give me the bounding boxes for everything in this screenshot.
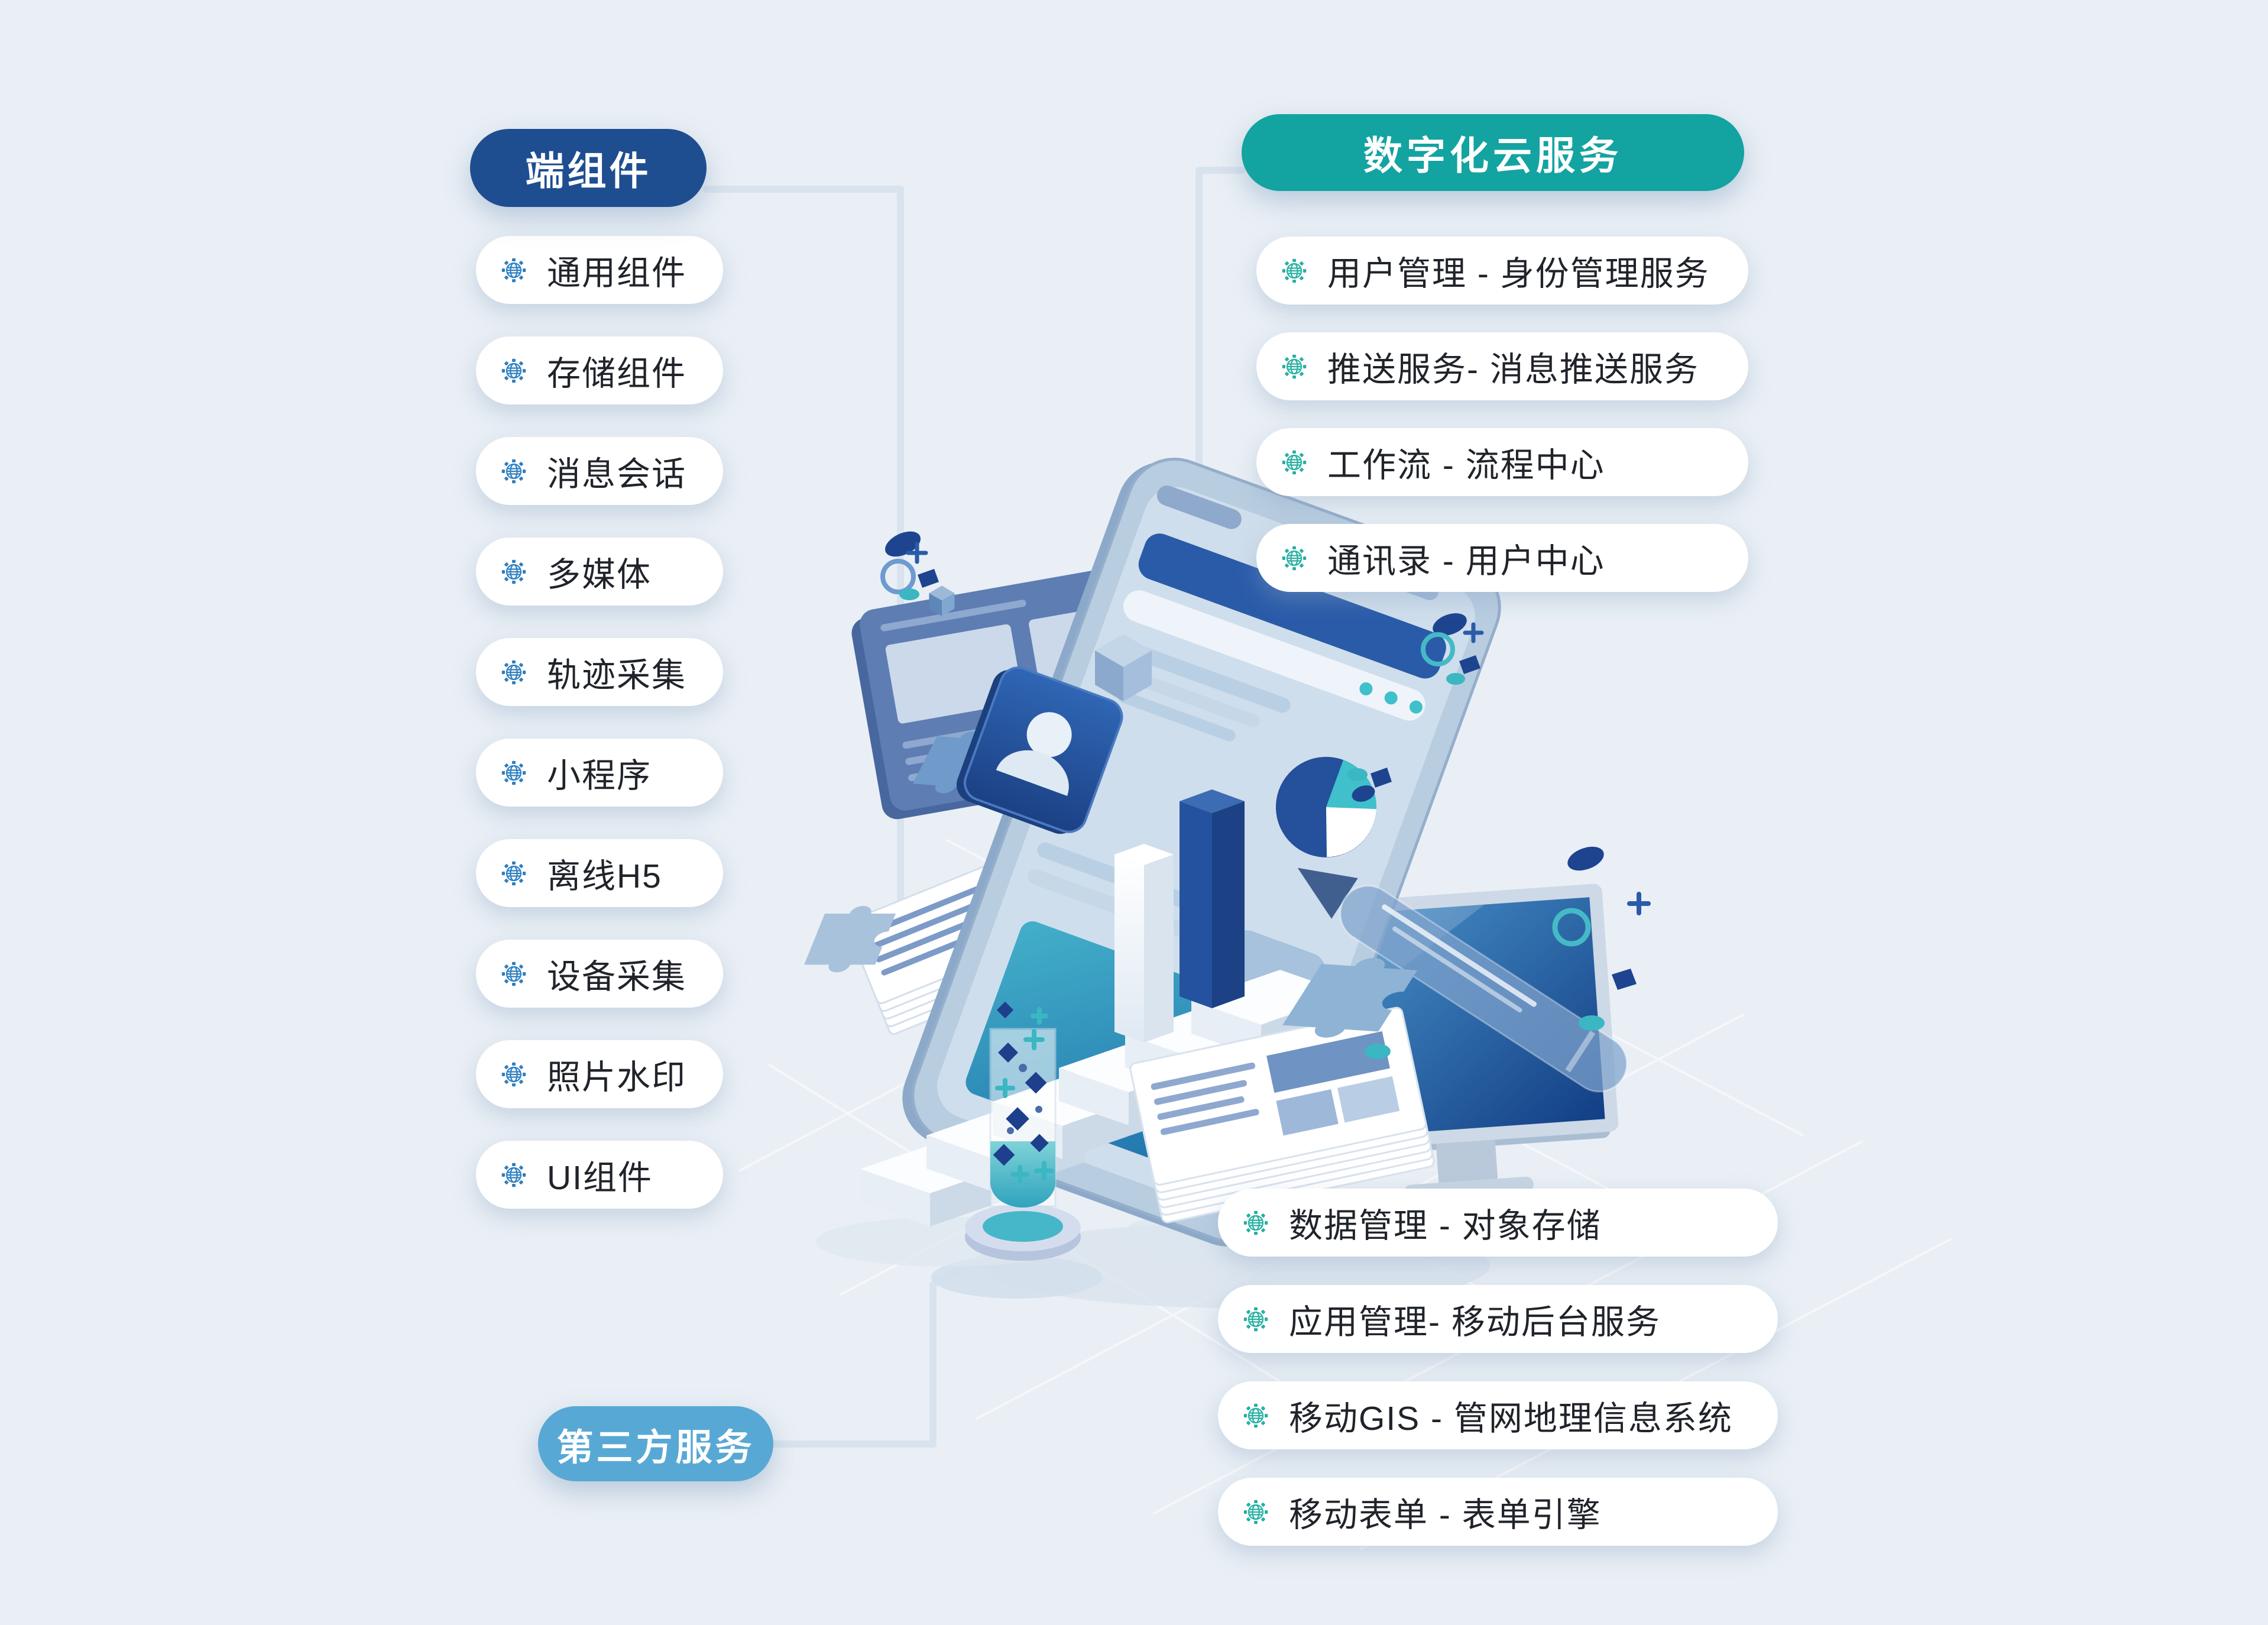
pill-label: 移动表单 - 表单引擎 — [1289, 1495, 1602, 1534]
pill-label: 照片水印 — [547, 1058, 686, 1096]
third-party-title: 第三方服务 — [556, 1427, 755, 1468]
globe-gear-icon — [1243, 1307, 1268, 1331]
service-pill: 数据管理 - 对象存储 — [1218, 1189, 1778, 1257]
pill-label: 消息会话 — [547, 455, 686, 493]
service-pill: 轨迹采集 — [476, 638, 723, 706]
pill-label: 数据管理 - 对象存储 — [1289, 1206, 1602, 1245]
pill-label: UI组件 — [547, 1158, 653, 1197]
pill-label: 通用组件 — [547, 254, 686, 292]
service-pill: 应用管理- 移动后台服务 — [1218, 1285, 1778, 1353]
globe-gear-icon — [501, 258, 526, 282]
globe-gear-icon — [1243, 1210, 1268, 1235]
left-group-title: 端组件 — [525, 149, 652, 193]
globe-gear-icon — [501, 1062, 526, 1086]
globe-gear-icon — [501, 962, 526, 986]
globe-gear-icon — [501, 760, 526, 785]
service-pill: 推送服务- 消息推送服务 — [1256, 332, 1748, 400]
service-pill: 设备采集 — [476, 940, 723, 1008]
service-pill: 移动表单 - 表单引擎 — [1218, 1478, 1778, 1546]
globe-gear-icon — [1282, 258, 1307, 283]
service-pill: 照片水印 — [476, 1040, 723, 1108]
cloud-group-title: 数字化云服务 — [1363, 134, 1622, 177]
third-party-header: 第三方服务 — [538, 1406, 773, 1481]
globe-gear-icon — [501, 861, 526, 885]
service-pill: 移动GIS - 管网地理信息系统 — [1218, 1381, 1778, 1449]
left-group-header: 端组件 — [470, 129, 707, 207]
pill-label: 推送服务- 消息推送服务 — [1327, 350, 1699, 389]
service-pill: UI组件 — [476, 1141, 723, 1209]
service-pill: 通用组件 — [476, 236, 723, 304]
globe-gear-icon — [1243, 1403, 1268, 1427]
globe-gear-icon — [1282, 354, 1307, 378]
globe-gear-icon — [501, 1163, 526, 1187]
service-pill: 消息会话 — [476, 437, 723, 505]
pill-label: 应用管理- 移动后台服务 — [1289, 1303, 1661, 1341]
globe-gear-icon — [501, 660, 526, 684]
pill-label: 用户管理 - 身份管理服务 — [1327, 254, 1710, 293]
pill-label: 多媒体 — [547, 555, 652, 594]
service-pill: 多媒体 — [476, 538, 723, 606]
cloud-group-header: 数字化云服务 — [1242, 114, 1744, 191]
pill-label: 移动GIS - 管网地理信息系统 — [1289, 1399, 1733, 1438]
globe-gear-icon — [501, 559, 526, 584]
globe-gear-icon — [501, 358, 526, 383]
service-pill: 小程序 — [476, 739, 723, 807]
pill-label: 轨迹采集 — [547, 656, 686, 694]
globe-gear-icon — [1243, 1500, 1268, 1524]
globe-gear-icon — [501, 459, 526, 483]
service-pill: 离线H5 — [476, 839, 723, 907]
service-pill: 存储组件 — [476, 336, 723, 404]
pill-label: 离线H5 — [547, 857, 662, 895]
pill-label: 存储组件 — [547, 354, 686, 393]
pill-label: 小程序 — [547, 756, 652, 795]
service-pill: 用户管理 - 身份管理服务 — [1256, 237, 1748, 305]
pill-label: 设备采集 — [547, 957, 686, 996]
